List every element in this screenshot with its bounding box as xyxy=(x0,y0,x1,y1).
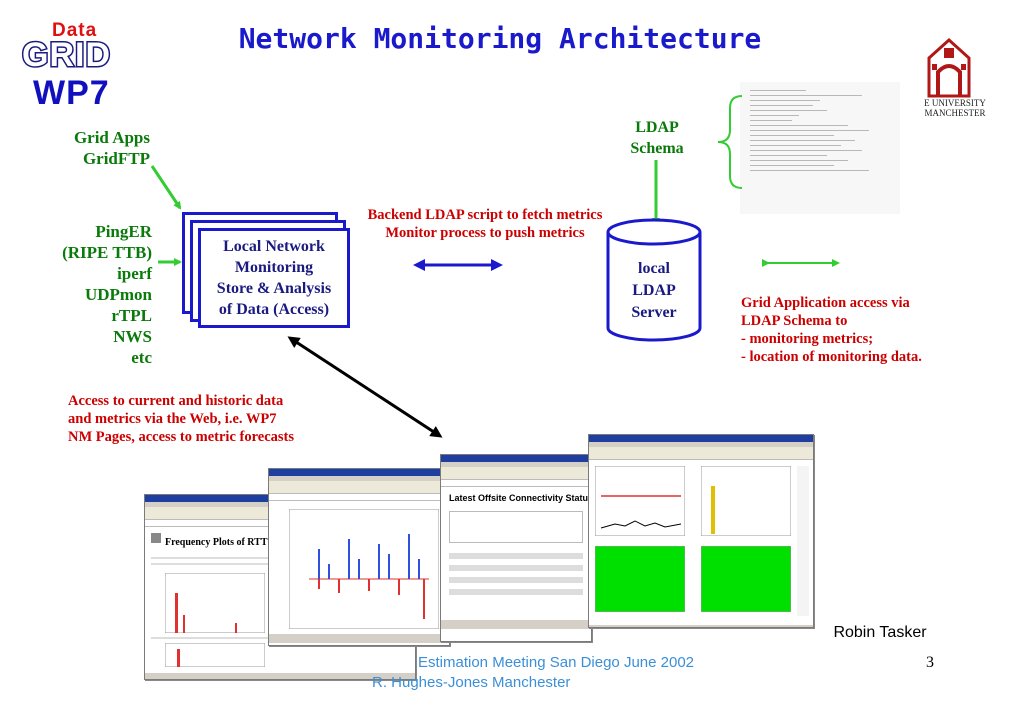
page-number: 3 xyxy=(926,654,934,671)
store-line-4: of Data (Access) xyxy=(218,301,330,318)
tool-etc: etc xyxy=(131,348,152,367)
web-access-line3: NM Pages, access to metric forecasts xyxy=(68,429,294,445)
rtt-plot-3 xyxy=(165,643,265,667)
tool-ripe-ttb: (RIPE TTB) xyxy=(62,243,152,262)
backend-note-line1: Backend LDAP script to fetch metrics xyxy=(367,207,603,223)
grid-access-line2: LDAP Schema to xyxy=(741,313,848,329)
traffic-plot-green-1 xyxy=(595,546,685,612)
footer-line2: R. Hughes-Jones Manchester xyxy=(372,674,571,691)
source-grid-apps: Grid Apps xyxy=(73,128,150,147)
grid-access-line4: - location of monitoring data. xyxy=(741,349,922,365)
store-line-1: Local Network xyxy=(223,238,325,255)
ldap-schema-label: LDAP Schema xyxy=(612,117,702,159)
ldap-schema-document xyxy=(740,82,900,214)
screenshot-traffic-graphs xyxy=(588,434,814,628)
ldap-server-label: local LDAP Server xyxy=(608,258,700,324)
tool-iperf: iperf xyxy=(117,264,152,283)
schema-brace xyxy=(717,95,743,189)
logo-grid-text: GRID xyxy=(21,35,112,76)
ldap-schema-line1: LDAP xyxy=(635,119,679,136)
ldap-server-line1: local xyxy=(638,260,670,277)
grid-apps-arrow xyxy=(150,165,182,210)
rtt-plot-1 xyxy=(165,573,265,633)
university-name-line2: MANCHESTER xyxy=(924,108,986,118)
source-gridftp: GridFTP xyxy=(82,149,150,168)
screenshot-offsite-connectivity: Latest Offsite Connectivity Status to Da xyxy=(440,454,592,642)
traffic-plot-yellow xyxy=(701,466,791,536)
grid-access-line3: - monitoring metrics; xyxy=(741,331,874,347)
web-access-line1: Access to current and historic data xyxy=(68,393,284,409)
grid-access-note: Grid Application access via LDAP Schema … xyxy=(741,294,981,366)
web-access-note: Access to current and historic data and … xyxy=(68,392,328,446)
author-name: Robin Tasker xyxy=(833,624,927,641)
store-line-2: Monitoring xyxy=(234,259,314,276)
tool-nws: NWS xyxy=(113,327,152,346)
rtt-timeseries-plot xyxy=(289,509,439,629)
backend-note: Backend LDAP script to fetch metrics Mon… xyxy=(350,206,620,242)
tool-rtpl: rTPL xyxy=(111,306,152,325)
ldap-server-line2: LDAP xyxy=(632,282,676,299)
offsite-caption: Latest Offsite Connectivity Status to Da xyxy=(449,493,592,503)
footer-line1: Estimation Meeting San Diego June 2002 xyxy=(418,654,695,671)
ldap-schema-line2: Schema xyxy=(630,140,684,157)
university-name-line1: E UNIVERSITY xyxy=(924,98,986,108)
web-access-line2: and metrics via the Web, i.e. WP7 xyxy=(68,411,277,427)
logo-data-text: Data xyxy=(52,20,98,41)
screenshot-rtt-timeseries xyxy=(268,468,450,646)
rtt-caption: Frequency Plots of RTT from xyxy=(165,537,291,548)
store-line-3: Store & Analysis xyxy=(216,280,332,297)
tool-pinger: PingER xyxy=(95,222,152,241)
monitoring-tools-list: PingER (RIPE TTB) iperf UDPmon rTPL NWS … xyxy=(30,221,152,368)
university-crest xyxy=(924,36,974,98)
traffic-plot-red xyxy=(595,466,685,536)
local-network-store-box: Local Network Monitoring Store & Analysi… xyxy=(198,228,350,328)
slide-title: Network Monitoring Architecture xyxy=(238,22,762,55)
logo-wp7-text: WP7 xyxy=(33,74,110,112)
grid-apps-label: Grid Apps GridFTP xyxy=(40,127,150,169)
ldap-server-line3: Server xyxy=(631,304,677,321)
backend-note-line2: Monitor process to push metrics xyxy=(385,225,585,241)
datagrid-logo: Data GRID WP7 xyxy=(0,0,150,115)
crest-icon xyxy=(927,37,971,98)
grid-access-line1: Grid Application access via xyxy=(741,295,910,311)
tool-udpmon: UDPmon xyxy=(84,285,152,304)
university-name: E UNIVERSITY MANCHESTER xyxy=(900,98,1010,118)
traffic-plot-green-2 xyxy=(701,546,791,612)
